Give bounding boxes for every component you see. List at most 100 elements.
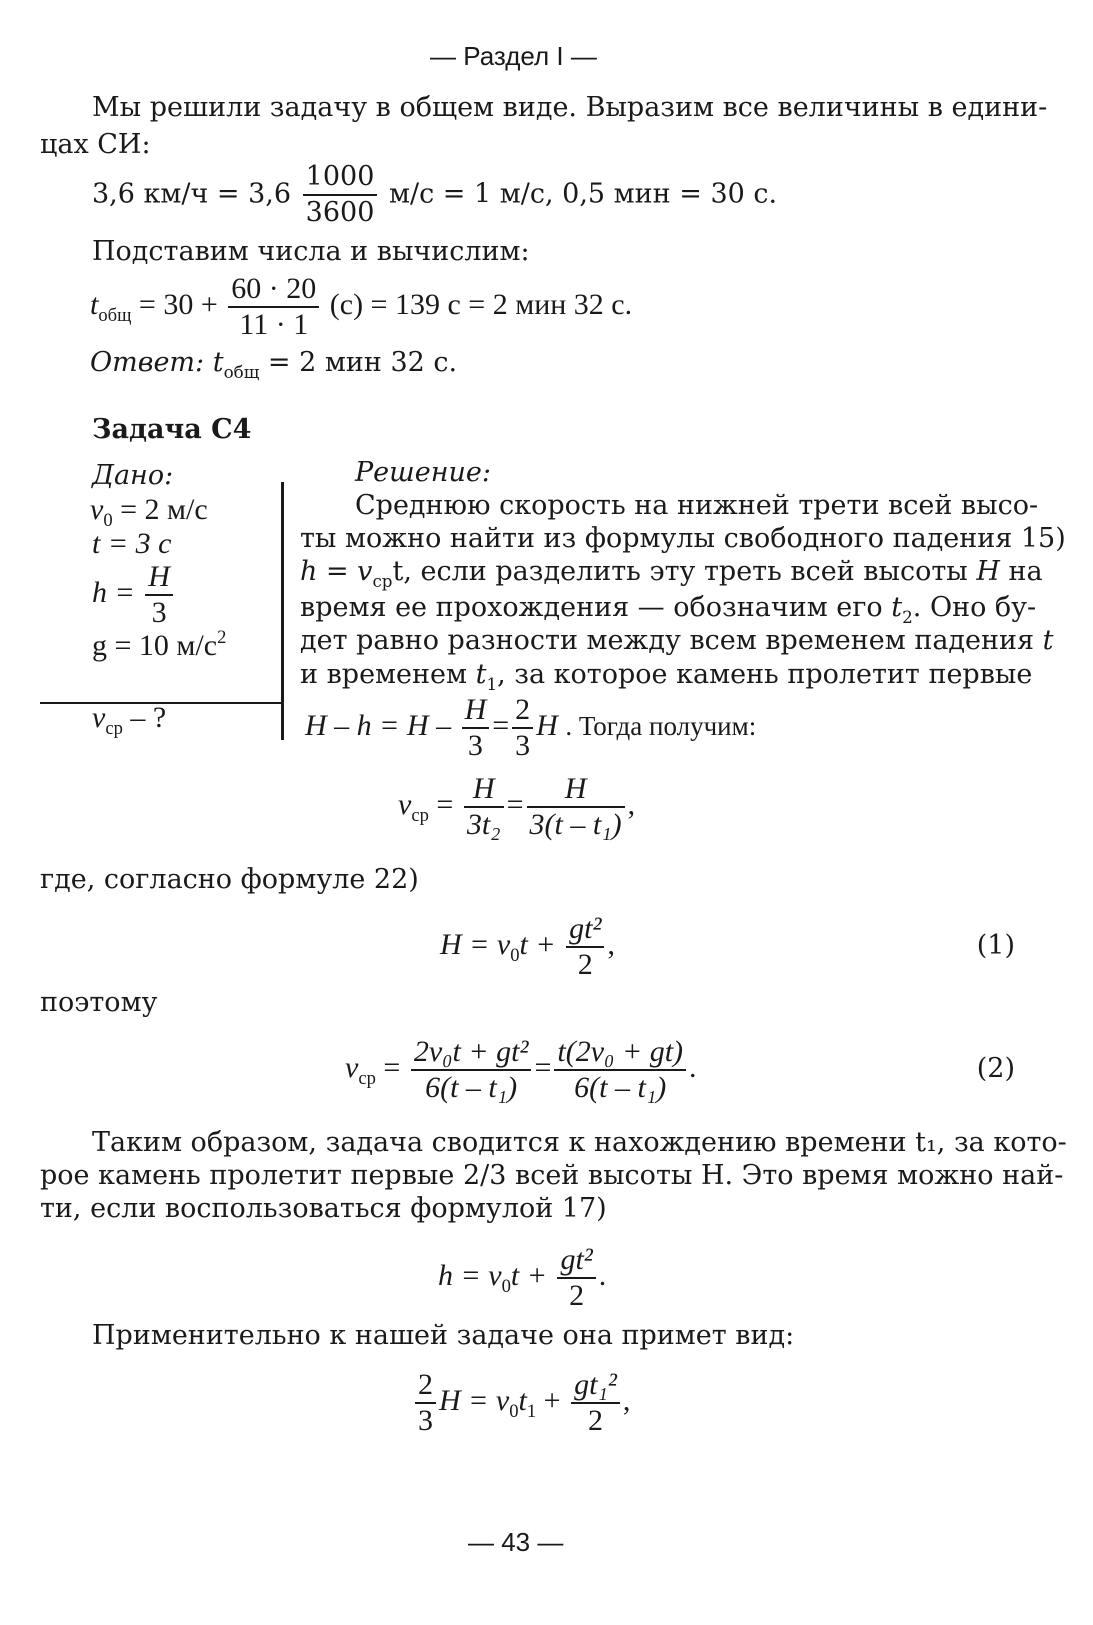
fraction-denominator: 3600	[305, 197, 375, 228]
fraction-numerator: H	[526, 772, 625, 808]
sub: ср	[372, 571, 393, 591]
fraction-numerator: H	[463, 772, 504, 808]
fraction-numerator: 2	[512, 693, 534, 729]
intro-line-1: Мы решили задачу в общем виде. Выразим в…	[92, 92, 1048, 123]
expr-part: t +	[519, 927, 556, 961]
fraction-denominator: 6(t – t₁)	[574, 1071, 667, 1104]
expr-part: h = v	[438, 1258, 502, 1292]
eq-sign: =	[492, 708, 510, 742]
var-H: H	[976, 556, 1000, 587]
v0-sub: 0	[103, 510, 113, 531]
conversion-fraction: 1000 3600	[302, 160, 378, 230]
fraction-numerator: 60 · 20	[228, 272, 320, 308]
var-t: t	[1042, 625, 1054, 656]
find-sub: ср	[105, 718, 123, 739]
fraction-numerator: 2	[415, 1368, 436, 1404]
where-line: где, согласно формуле 22)	[40, 864, 419, 895]
fraction-2-3: 2 3	[415, 1368, 436, 1438]
answer-var: t	[212, 347, 224, 378]
expr-part: H – h = H –	[305, 708, 452, 742]
v0-value: = 2 м/с	[120, 493, 208, 526]
sub: 2	[902, 607, 913, 627]
fraction-numerator: gt²	[557, 1243, 596, 1279]
fraction-2: H 3(t – t₁)	[526, 772, 625, 842]
equation-2: vср = 2v₀t + gt² 6(t – t₁) = t(2v₀ + gt)…	[345, 1035, 697, 1105]
fraction-numerator: 2v₀t + gt²	[410, 1035, 532, 1071]
fraction-denominator: 3	[467, 729, 483, 762]
tail: ,	[627, 787, 636, 821]
lhs-var: v	[345, 1050, 359, 1084]
plus: +	[543, 1383, 561, 1417]
fraction: gt² 2	[557, 1243, 596, 1313]
answer-label: Ответ:	[90, 347, 205, 378]
answer-value: = 2 мин 32 с.	[267, 347, 458, 378]
solution-line-6: и временем t1, за которое камень пролети…	[300, 657, 1032, 693]
calc-var-sub: общ	[98, 304, 132, 326]
fraction-denominator: 2	[577, 948, 593, 981]
answer-line: Ответ: tобщ = 2 мин 32 с.	[90, 345, 457, 381]
calc-fraction: 60 · 20 11 · 1	[228, 272, 320, 342]
calc-part-1: = 30 +	[138, 287, 218, 321]
fraction: gt² 2	[566, 912, 605, 982]
expr-part: H = v	[439, 1383, 510, 1417]
fraction-denominator: 3(t – t₁)	[529, 808, 622, 841]
fraction-denominator: 3t₂	[466, 808, 501, 841]
lhs-var: v	[398, 787, 412, 821]
sub: 0	[510, 944, 520, 966]
fraction-2: t(2v₀ + gt) 6(t – t₁)	[554, 1035, 687, 1105]
text-part: дет равно разности между всем временем п…	[300, 625, 1035, 656]
find-symbol: v	[92, 701, 106, 734]
solution-line-3: h = vсрt, если разделить эту треть всей …	[300, 554, 1043, 590]
apply-line: Применительно к нашей задаче она примет …	[92, 1320, 795, 1351]
var-t: t	[891, 592, 903, 623]
fraction-denominator: 11 · 1	[239, 308, 309, 341]
given-label: Дано:	[92, 460, 174, 491]
given-h: h = H 3	[92, 560, 176, 630]
fraction-2-3: 2 3	[512, 693, 534, 763]
solution-line-5: дет равно разности между всем временем п…	[300, 623, 1054, 659]
solution-line-4: время ее прохождения — обозначим его t2.…	[300, 590, 1036, 626]
solution-label: Решение:	[355, 457, 491, 488]
equation-vcp: vср = H 3t₂ = H 3(t – t₁) ,	[398, 772, 636, 842]
h-symbol: h =	[92, 575, 135, 609]
therefore-line: поэтому	[40, 987, 158, 1018]
para2-line-1: Таким образом, задача сводится к нахожде…	[92, 1127, 1067, 1158]
find-vcp: vср – ?	[92, 700, 167, 739]
page-number: — 43 —	[468, 1527, 564, 1557]
equation-last: 2 3 H = v0t1 + gt₁² 2 ,	[412, 1368, 630, 1438]
conversion-equation: 3,6 км/ч = 3,6 1000 3600 м/с = 1 м/с, 0,…	[92, 160, 777, 230]
equation-number-2: (2)	[976, 1053, 1015, 1084]
fraction-denominator: 3	[515, 729, 531, 762]
text-part: время ее прохождения — обозначим его	[300, 592, 883, 623]
fraction-numerator: H	[145, 560, 173, 596]
conversion-right: м/с = 1 м/с, 0,5 мин = 30 с.	[388, 178, 778, 210]
var-t: t	[475, 659, 487, 690]
solution-line-1: Среднюю скорость на нижней трети всей вы…	[355, 490, 1039, 521]
tail: .	[689, 1050, 697, 1084]
equation-number-1: (1)	[976, 930, 1015, 961]
v0-symbol: v	[90, 493, 104, 526]
text-part: на	[1008, 556, 1043, 587]
var-H: H	[536, 708, 558, 742]
fraction-numerator: 1000	[302, 160, 378, 196]
solution-line-2: ты можно найти из формулы свободного пад…	[300, 523, 1066, 554]
fraction-1: 2v₀t + gt² 6(t – t₁)	[410, 1035, 532, 1105]
find-question: – ?	[130, 701, 167, 734]
text-part: . Оно бу-	[912, 592, 1037, 623]
task-title: Задача С4	[92, 414, 252, 445]
g-value: g = 10 м/с	[92, 629, 218, 662]
calc-rest: (с) = 139 с = 2 мин 32 с.	[329, 287, 633, 321]
para2-line-3: ти, если воспользоваться формулой 17)	[40, 1193, 607, 1224]
fraction-numerator: H	[461, 693, 490, 729]
fraction-H-3: H 3	[461, 693, 490, 763]
fraction-denominator: 3	[418, 1404, 433, 1437]
fraction-denominator: 2	[587, 1404, 603, 1437]
equation-1: H = v0t + gt² 2 ,	[440, 912, 615, 982]
h-fraction: H 3	[145, 560, 173, 630]
expr-part: t +	[510, 1258, 547, 1292]
calc-var: t	[90, 287, 99, 321]
sub: 1	[486, 674, 498, 694]
para2-line-2: рое камень пролетит первые 2/3 всей высо…	[40, 1160, 1064, 1191]
text-part: и временем	[300, 659, 467, 690]
given-t: t = 3 с	[92, 527, 172, 560]
